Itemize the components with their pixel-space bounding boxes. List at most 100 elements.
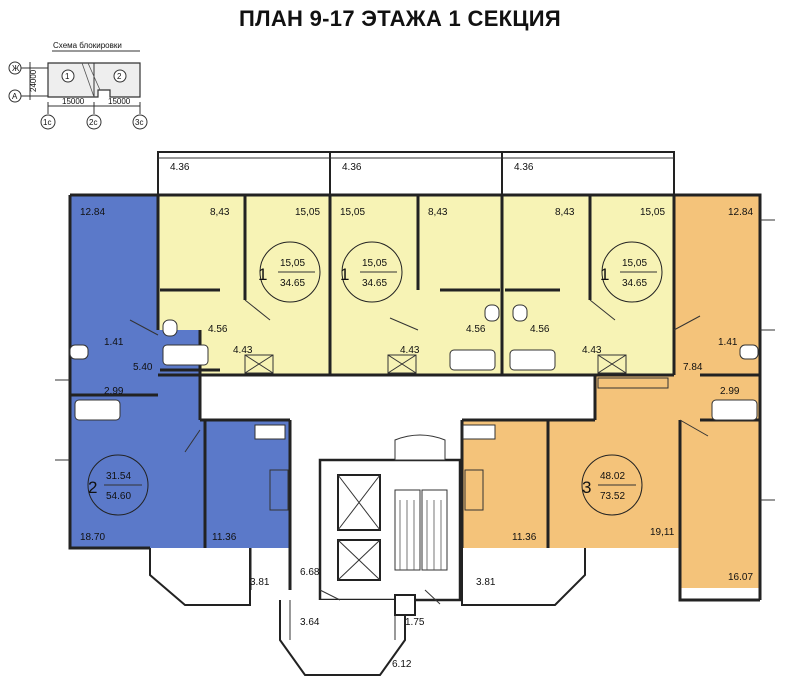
scheme-dim-left: 15000 (62, 97, 85, 106)
stair-core (318, 434, 462, 602)
blocking-scheme: Схема блокировки Ж А 24000 1 2 15000 150… (8, 41, 148, 130)
axis-col-label: 3с (135, 118, 143, 127)
axis-col-label: 2с (89, 118, 97, 127)
area-loggia: 1.75 (405, 617, 425, 628)
bathtub-icon (162, 344, 209, 366)
interior-walls (70, 195, 760, 590)
axis-row-label: Ж (12, 64, 20, 73)
area-room: 15,05 (340, 207, 365, 218)
apartment-rooms: 2 (88, 478, 97, 497)
scheme-title: Схема блокировки (53, 41, 122, 50)
bathtub-icon (509, 349, 556, 371)
area-labels: 4.36 4.36 4.36 8,43 15,05 15,05 8,43 8,4… (80, 162, 753, 670)
area-balcony: 4.36 (514, 162, 534, 173)
toilet-icon (69, 344, 89, 360)
toilet-icon (512, 304, 528, 322)
kitchen-counter (464, 469, 484, 511)
axis-col-bubble (132, 114, 148, 130)
apartment-total-area: 34.65 (280, 278, 305, 289)
door-marks (129, 299, 709, 453)
area-loggia: 6.12 (392, 659, 412, 670)
page-title: ПЛАН 9-17 ЭТАЖА 1 СЕКЦИЯ (239, 6, 561, 31)
axis-row-label: А (12, 92, 18, 101)
area-loggia: 3.64 (300, 617, 320, 628)
area-hall: 4.43 (582, 345, 602, 356)
area-room: 16.07 (728, 572, 753, 583)
apartment-1-right-fill (502, 195, 674, 375)
apartment-living-area: 15,05 (622, 258, 647, 269)
axis-col-bubble (40, 114, 56, 130)
area-kitchen: 8,43 (428, 207, 448, 218)
toilet-icon (162, 319, 178, 337)
lower-loggias (149, 548, 586, 676)
area-kitchen: 8,43 (210, 207, 230, 218)
area-bath: 2.99 (104, 386, 124, 397)
window-marks (55, 219, 775, 501)
area-bath: 4.56 (466, 324, 486, 335)
area-room: 12.84 (728, 207, 753, 218)
apartment-living-area: 15,05 (362, 258, 387, 269)
stair-flight (394, 489, 421, 571)
scheme-section-bubble (113, 69, 127, 83)
area-room: 12.84 (80, 207, 105, 218)
apartment-total-area: 34.65 (362, 278, 387, 289)
apartment-total-area: 73.52 (600, 491, 625, 502)
apartment-total-area: 54.60 (106, 491, 131, 502)
bathtub-icon (711, 399, 758, 421)
apartment-3-fill (462, 195, 760, 588)
area-hall: 7.84 (683, 362, 703, 373)
apartment-badge-1-mid: 1 15,05 34.65 (340, 241, 403, 303)
area-balcony: 4.36 (170, 162, 190, 173)
apartment-rooms: 1 (258, 265, 267, 284)
bathroom-fixtures (69, 304, 759, 511)
area-kitchen: 11.36 (512, 532, 537, 543)
apartment-1-mid-fill (330, 195, 502, 375)
bathtub-icon (449, 349, 496, 371)
area-loggia: 3.81 (476, 577, 496, 588)
apartment-living-area: 15,05 (280, 258, 305, 269)
scheme-dim-right: 15000 (108, 97, 131, 106)
apartment-rooms: 1 (600, 265, 609, 284)
bathtub-icon (74, 399, 121, 421)
area-room: 15,05 (640, 207, 665, 218)
area-lobby: 6.68 (300, 567, 320, 578)
area-room: 18.70 (80, 532, 105, 543)
area-bath: 4.56 (530, 324, 550, 335)
apartment-badge-2: 2 31.54 54.60 (87, 454, 149, 516)
sink-icon (254, 424, 286, 440)
toilet-icon (484, 304, 500, 322)
scheme-section-label: 2 (117, 72, 122, 81)
apartment-rooms: 1 (340, 265, 349, 284)
sink-icon (462, 424, 496, 440)
axis-col-bubble (86, 114, 102, 130)
area-loggia: 3.81 (250, 577, 270, 588)
area-kitchen: 8,43 (555, 207, 575, 218)
scheme-section-bubble (61, 69, 75, 83)
area-bath: 4.56 (208, 324, 228, 335)
area-hall: 5.40 (133, 362, 153, 373)
area-balcony: 4.36 (342, 162, 362, 173)
area-room: 19,11 (650, 527, 675, 538)
apartment-badge-1-left: 1 15,05 34.65 (258, 241, 321, 303)
apartment-total-area: 34.65 (622, 278, 647, 289)
apartment-badge-1-right: 1 15,05 34.65 (600, 241, 663, 303)
apartment-badge-3: 3 48.02 73.52 (581, 454, 643, 516)
balconies-top (157, 151, 675, 196)
scheme-dim-vertical: 24000 (29, 69, 38, 92)
area-bath: 2.99 (720, 386, 740, 397)
area-kitchen: 11.36 (212, 532, 237, 543)
toilet-icon (739, 344, 759, 360)
axis-col-label: 1с (43, 118, 51, 127)
outer-walls (68, 193, 762, 602)
apartment-living-area: 48.02 (600, 471, 625, 482)
apartment-living-area: 31.54 (106, 471, 131, 482)
area-wc: 1.41 (104, 337, 124, 348)
stair-flight (421, 489, 448, 571)
scheme-section-label: 1 (65, 72, 70, 81)
apartment-rooms: 3 (582, 478, 591, 497)
area-hall: 4.43 (400, 345, 420, 356)
kitchen-counter (269, 469, 289, 511)
area-wc: 1.41 (718, 337, 738, 348)
area-hall: 4.43 (233, 345, 253, 356)
